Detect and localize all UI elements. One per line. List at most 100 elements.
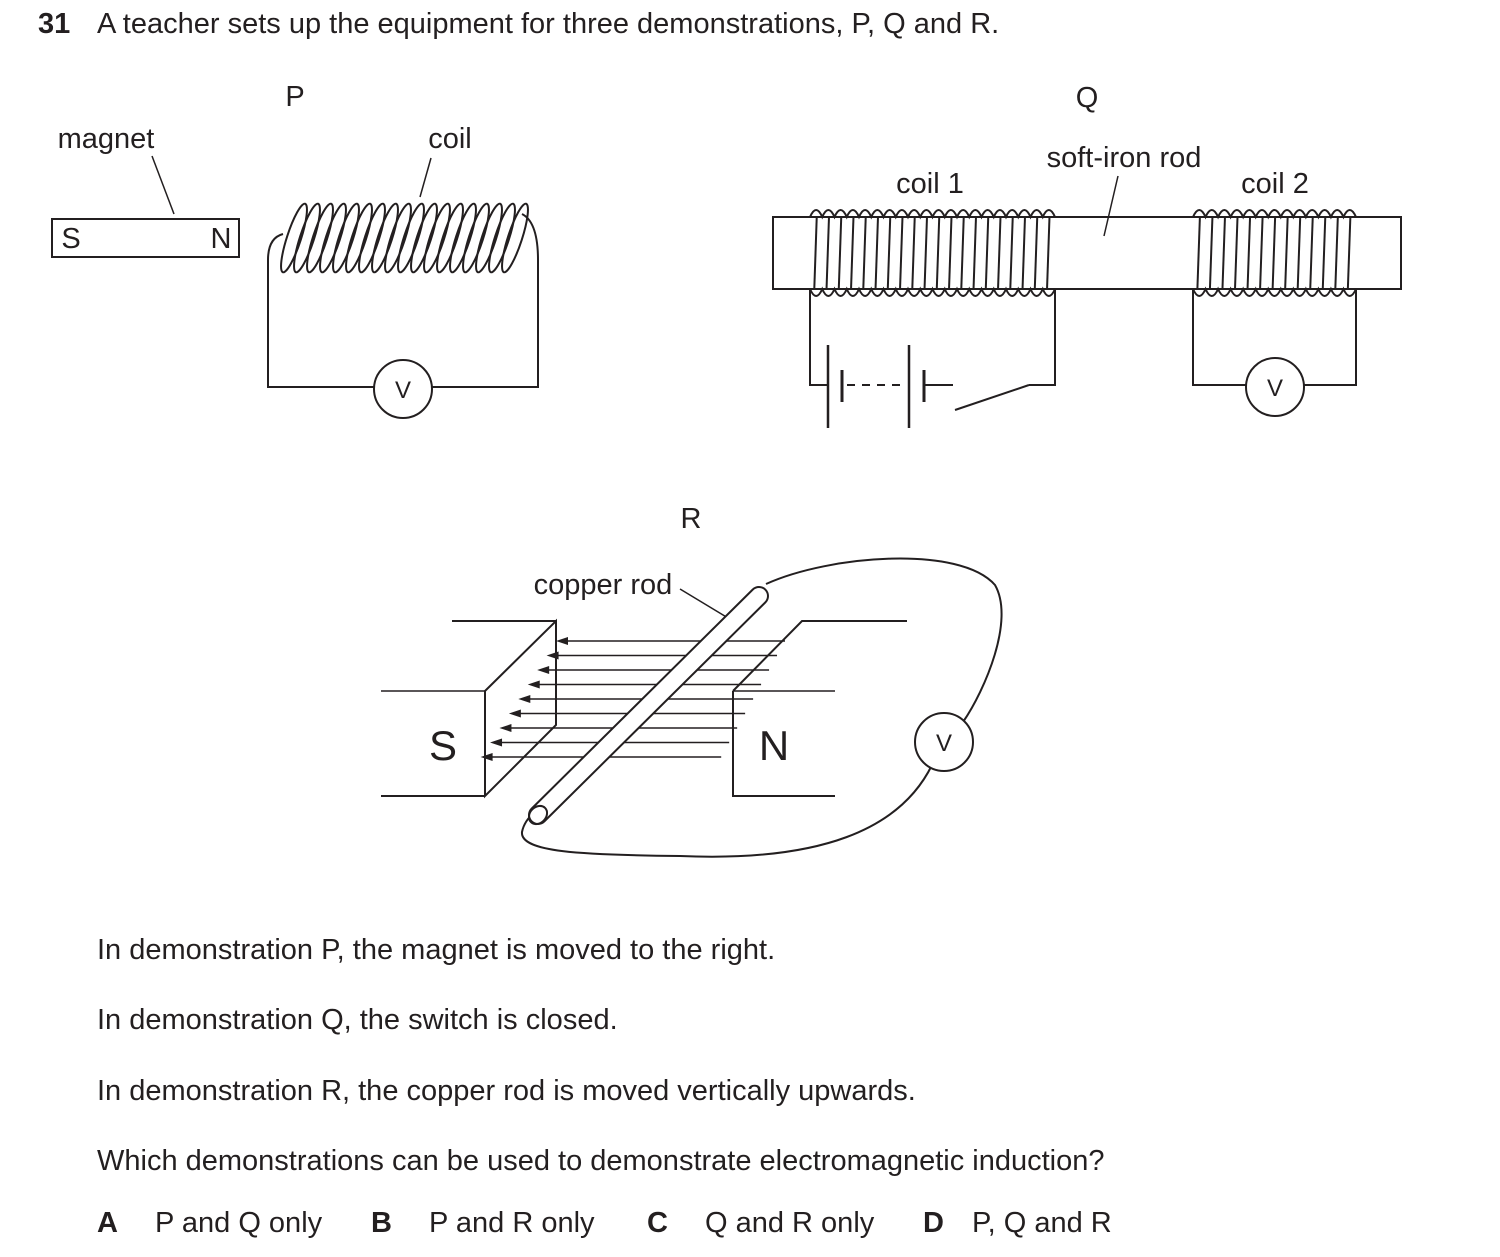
wire-q-secondary-left <box>1192 289 1247 386</box>
coil-1-turn <box>825 216 830 290</box>
field-arrowhead <box>527 680 540 689</box>
copper-rod-end <box>527 804 549 826</box>
n-magnet-face <box>732 691 835 797</box>
coil-2-turn <box>1259 216 1264 290</box>
voltmeter-q <box>1245 357 1305 417</box>
option-a-text[interactable]: P and Q only <box>155 1207 323 1239</box>
coil-p <box>280 202 529 274</box>
coil-1-turn <box>886 216 892 290</box>
bar-magnet <box>51 218 240 258</box>
question-number: 31 <box>38 8 71 40</box>
option-d-text[interactable]: P, Q and R <box>972 1207 1112 1239</box>
option-b-letter[interactable]: B <box>371 1207 392 1239</box>
option-a-letter[interactable]: A <box>97 1207 118 1239</box>
voltmeter-p <box>373 359 433 419</box>
question-prompt: Which demonstrations can be used to demo… <box>97 1145 1105 1177</box>
coil-1-turn <box>972 216 977 290</box>
magnet-leader-line <box>151 155 175 215</box>
option-b-text[interactable]: P and R only <box>429 1207 595 1239</box>
coil-label: coil <box>428 123 472 155</box>
field-arrowhead <box>508 709 521 718</box>
voltmeter-r-label: V <box>936 730 952 757</box>
copper-rod-leader-line <box>679 588 734 622</box>
coil-2-turn <box>1346 216 1352 290</box>
induction-diagram: P magnet S N coil V Q soft-iron rod coil… <box>51 81 1402 858</box>
answer-options: A P and Q only B P and R only C Q and R only D… <box>97 1207 1112 1240</box>
field-arrowhead <box>499 724 512 732</box>
coil-2-turn <box>1309 216 1314 290</box>
s-magnet-face <box>484 618 557 799</box>
voltmeter-p-label: V <box>395 377 411 404</box>
coil-p-turn <box>462 202 490 274</box>
demo-r-title: R <box>681 503 702 535</box>
coil-p-turn <box>475 202 503 274</box>
coil-p-turn <box>384 202 412 274</box>
wire-q-primary-left <box>809 289 828 386</box>
magnet-label: magnet <box>58 123 155 155</box>
coil-p-turn <box>280 202 308 274</box>
coil-p-turn <box>423 202 451 274</box>
field-arrowhead <box>490 738 503 747</box>
demo-p-title: P <box>285 81 304 113</box>
rod-leader-line <box>1103 175 1119 237</box>
option-d-letter[interactable]: D <box>923 1207 944 1239</box>
pole-n-label: N <box>759 722 789 769</box>
coil-2-turn <box>1221 216 1226 290</box>
coil-2-turn <box>1246 216 1252 290</box>
field-arrowhead <box>537 666 550 674</box>
coil-p-turn <box>410 202 438 274</box>
field-arrowhead <box>546 651 559 660</box>
statement-q: In demonstration Q, the switch is closed… <box>97 1004 618 1036</box>
coil-1-turn <box>1009 216 1014 290</box>
coil-p-turn <box>306 202 334 274</box>
field-arrowhead <box>556 637 568 645</box>
coil-p-turn <box>501 202 529 274</box>
pole-s-label: S <box>429 722 457 769</box>
statement-r: In demonstration R, the copper rod is mo… <box>97 1075 916 1107</box>
voltmeter-r <box>914 712 974 772</box>
coil-p-turn <box>358 202 386 274</box>
field-arrowhead <box>518 695 531 703</box>
copper-rod-body <box>530 588 767 823</box>
coil-p-turn <box>371 202 399 274</box>
coil-p-turn <box>332 202 360 274</box>
coil-2-turn <box>1234 216 1239 290</box>
coil-1-turn <box>1021 216 1026 290</box>
coil-1-turn <box>813 216 818 290</box>
coil-1 <box>809 209 1056 297</box>
coil-1-turn <box>948 216 953 290</box>
coil-p-turn <box>397 202 425 274</box>
coil-p-turn <box>345 202 373 274</box>
coil-p-turn <box>449 202 477 274</box>
coil-2-turn <box>1271 216 1277 290</box>
coil-2-turn <box>1321 216 1327 290</box>
open-switch <box>954 384 1030 411</box>
coil-2-turn <box>1196 216 1201 290</box>
option-c-letter[interactable]: C <box>647 1207 668 1239</box>
wire-q-secondary-right <box>1303 289 1357 386</box>
coil-1-turn <box>935 216 941 290</box>
coil-2-turn <box>1208 216 1214 290</box>
coil-2 <box>1192 209 1357 297</box>
coil-1-turn <box>837 216 843 290</box>
coil-p-turn <box>436 202 464 274</box>
coil-1-turn <box>1033 216 1039 290</box>
question-stem: A teacher sets up the equipment for thre… <box>97 8 1000 40</box>
magnet-pole-s: S <box>61 223 80 255</box>
coil-1-turn <box>911 216 916 290</box>
coil-1-turn <box>850 216 855 290</box>
coil-2-bottom-loops <box>1192 286 1357 297</box>
option-c-text[interactable]: Q and R only <box>705 1207 875 1239</box>
demo-q-title: Q <box>1076 82 1099 114</box>
coil-1-top-loops <box>809 209 1056 220</box>
n-magnet-top <box>732 620 907 692</box>
coil-1-turn <box>960 216 965 290</box>
coil-2-turn <box>1284 216 1289 290</box>
coil-p-turn <box>319 202 347 274</box>
wire-q-primary-right <box>1029 289 1056 386</box>
coil-1-turn <box>923 216 928 290</box>
coil2-label: coil 2 <box>1241 168 1309 200</box>
coil-1-turn <box>874 216 879 290</box>
coil-1-turn <box>997 216 1002 290</box>
coil-p-turn <box>488 202 516 274</box>
